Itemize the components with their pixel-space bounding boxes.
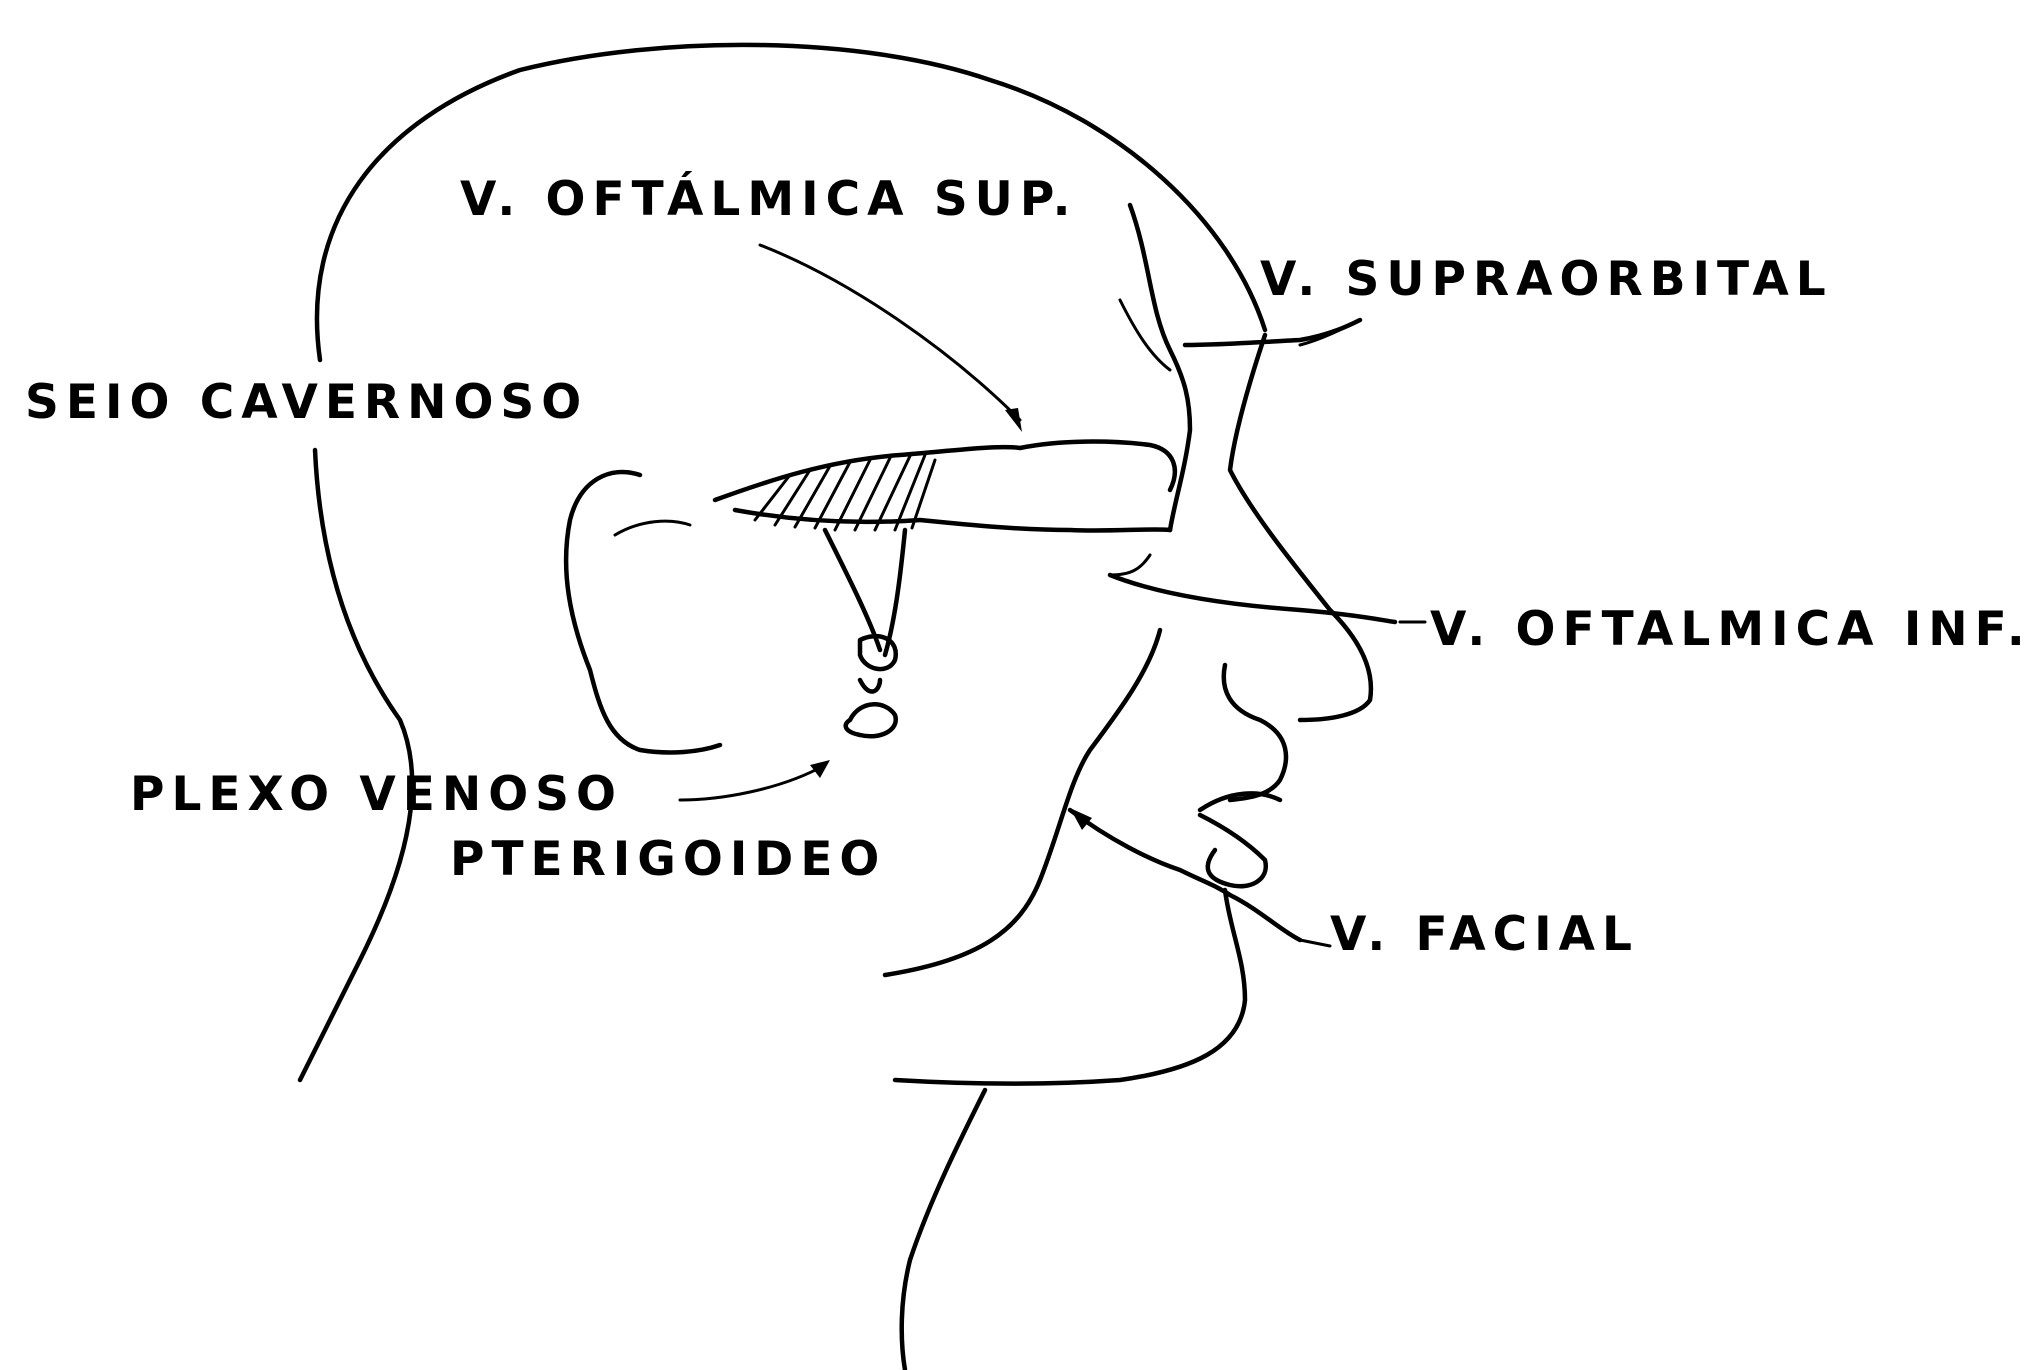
label-pterigoideo: PTERIGOIDEO — [450, 832, 886, 887]
cavernous-sinus-outline — [715, 442, 1175, 500]
pointer-oftalmica-sup-head — [1005, 408, 1022, 432]
chin-to-neck — [895, 890, 1245, 1084]
back-of-head-outline — [300, 450, 412, 1080]
inferior-ophthalmic-vein — [1110, 575, 1395, 622]
label-plexo-venoso: PLEXO VENOSO — [130, 767, 623, 822]
pointer-plexo — [680, 765, 825, 800]
ear-inner — [615, 521, 690, 535]
pointer-facial-arrow — [1070, 808, 1092, 830]
label-seio-cavernoso: SEIO CAVERNOSO — [25, 375, 588, 430]
label-v-supraorbital: V. SUPRAORBITAL — [1260, 252, 1833, 307]
lower-lip-chin — [1200, 815, 1266, 886]
jaw-line — [885, 630, 1160, 975]
label-v-oftalmica-inf: V. OFTALMICA INF. — [1430, 602, 2032, 657]
mouth-line — [1200, 793, 1280, 810]
pointer-plexo-head — [810, 760, 830, 778]
label-v-oftalmica-sup: V. OFTÁLMICA SUP. — [460, 172, 1078, 227]
neck-front — [902, 1090, 985, 1370]
pointer-oftalmica-sup — [760, 245, 1020, 420]
inferior-ophthalmic-branch — [1110, 555, 1150, 575]
label-v-facial: V. FACIAL — [1330, 907, 1639, 962]
face-profile — [1230, 335, 1371, 720]
ear-outline — [566, 472, 720, 752]
supraorbital-vein — [1130, 205, 1190, 530]
pointer-facial — [1300, 940, 1330, 946]
upper-lip — [1224, 665, 1286, 800]
